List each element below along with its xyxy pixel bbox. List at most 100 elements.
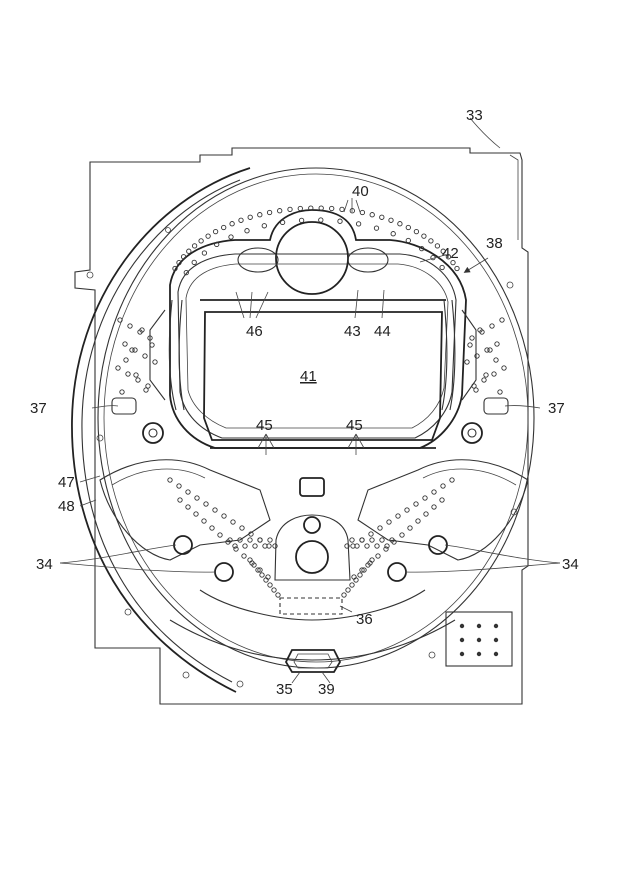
- center-frame-inner: [178, 254, 456, 438]
- label-46: 46: [246, 323, 263, 340]
- nail: [441, 484, 445, 488]
- center-start-pocket: [296, 541, 328, 573]
- label-35: 35: [276, 681, 293, 698]
- nail: [482, 378, 486, 382]
- nail: [230, 222, 234, 226]
- nail: [239, 218, 243, 222]
- nail: [267, 210, 271, 214]
- nail: [202, 519, 206, 523]
- nail: [128, 324, 132, 328]
- nail: [210, 526, 214, 530]
- label-45-left: 45: [256, 417, 273, 434]
- nail: [218, 533, 222, 537]
- lower-center-arch: [200, 590, 425, 620]
- label-43: 43: [344, 323, 361, 340]
- nail: [213, 229, 217, 233]
- nail: [177, 484, 181, 488]
- nail: [494, 358, 498, 362]
- lower-wing-left: [100, 460, 270, 560]
- nail: [222, 514, 226, 518]
- nail: [350, 583, 354, 587]
- nail: [350, 538, 354, 542]
- nail: [429, 239, 433, 243]
- nail: [253, 544, 257, 548]
- nail: [360, 210, 364, 214]
- nail: [136, 378, 140, 382]
- nail: [396, 514, 400, 518]
- corner-plate-holes: [460, 624, 498, 656]
- nail: [144, 388, 148, 392]
- nail: [450, 478, 454, 482]
- nail: [474, 388, 478, 392]
- display-screen: [204, 312, 442, 440]
- nail: [346, 588, 350, 592]
- windmill-right: [462, 423, 482, 443]
- label-42: 42: [442, 245, 459, 262]
- center-upper-gadget: [300, 478, 324, 496]
- nail: [319, 218, 323, 222]
- side-guide-right: [484, 398, 508, 414]
- label-33: 33: [466, 107, 483, 124]
- label-39: 39: [318, 681, 335, 698]
- nail: [374, 226, 378, 230]
- label-38: 38: [486, 235, 503, 252]
- nail: [245, 229, 249, 233]
- nail: [199, 239, 203, 243]
- nail: [143, 354, 147, 358]
- nail: [187, 249, 191, 253]
- nail: [342, 593, 346, 597]
- nail: [273, 544, 277, 548]
- nail: [204, 502, 208, 506]
- nail: [416, 519, 420, 523]
- label-45-right: 45: [346, 417, 363, 434]
- nail: [124, 358, 128, 362]
- nail: [338, 219, 342, 223]
- windmill-left-hub: [149, 429, 157, 437]
- nail: [380, 215, 384, 219]
- label-34-right: 34: [562, 556, 579, 573]
- nail: [299, 218, 303, 222]
- nail: [130, 348, 134, 352]
- nail: [495, 342, 499, 346]
- top-ornament: [276, 222, 348, 294]
- windmill-right-hub: [468, 429, 476, 437]
- nail: [288, 207, 292, 211]
- board-plate-corner: [510, 155, 518, 240]
- nail: [387, 520, 391, 524]
- nail: [276, 593, 280, 597]
- center-frame-inner2: [186, 264, 448, 428]
- nail: [134, 373, 138, 377]
- lower-wing-left-inner: [112, 469, 205, 485]
- nail: [370, 213, 374, 217]
- windmill-left: [143, 423, 163, 443]
- nail: [376, 554, 380, 558]
- nail: [408, 526, 412, 530]
- nail: [186, 505, 190, 509]
- nail: [268, 583, 272, 587]
- nail: [365, 544, 369, 548]
- label-40: 40: [352, 183, 369, 200]
- nail: [248, 215, 252, 219]
- label-36: 36: [356, 611, 373, 628]
- top-ornament-left-lobe: [238, 248, 278, 272]
- nail: [258, 538, 262, 542]
- game-area-boundary: [98, 168, 534, 668]
- nail: [340, 207, 344, 211]
- nail: [242, 554, 246, 558]
- nail: [123, 342, 127, 346]
- nail: [356, 222, 360, 226]
- outer-rail-47: [82, 180, 240, 682]
- label-37-right: 37: [548, 400, 565, 417]
- nail: [116, 366, 120, 370]
- nail: [440, 498, 444, 502]
- nail: [405, 508, 409, 512]
- center-start-pocket-guide: [275, 515, 350, 580]
- label-41: 41: [300, 368, 317, 385]
- nail: [455, 266, 459, 270]
- nail: [120, 390, 124, 394]
- nail: [500, 318, 504, 322]
- nail: [468, 343, 472, 347]
- game-area-inner: [104, 174, 528, 662]
- nail: [406, 238, 410, 242]
- nail: [280, 220, 284, 224]
